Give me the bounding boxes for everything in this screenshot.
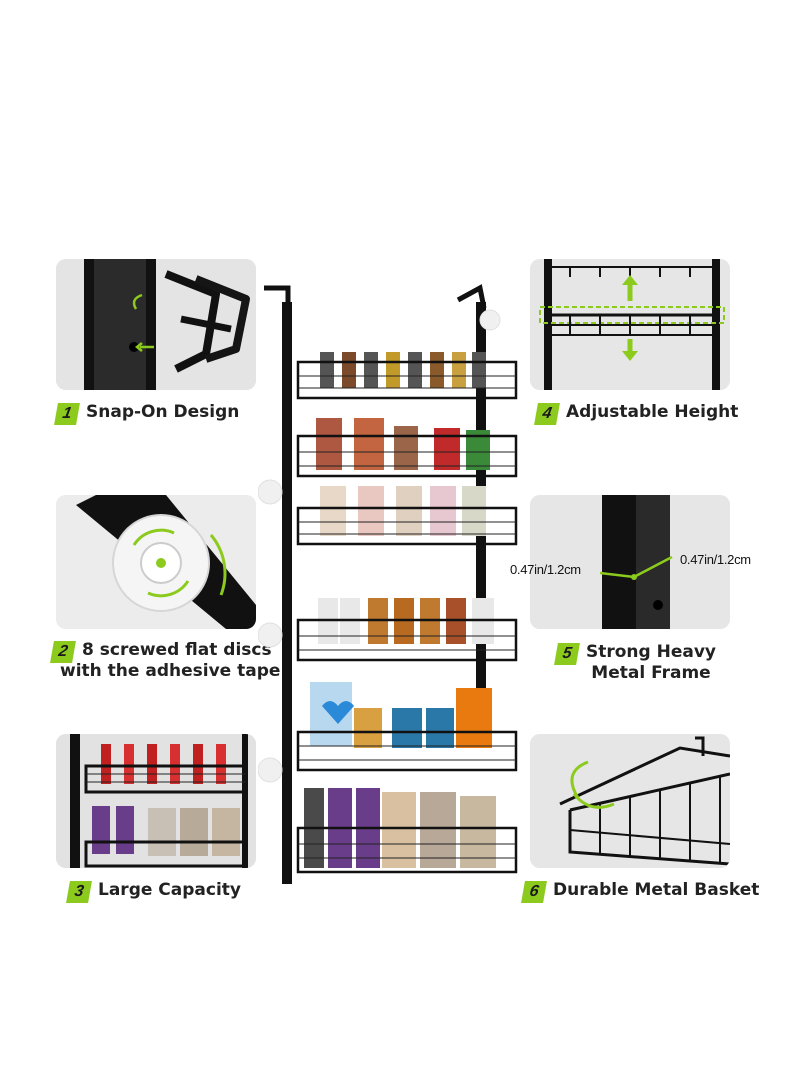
rack-product-image [257,280,528,890]
metal-basket-detail-image [530,734,730,868]
feature-number-badge: 5 [554,643,580,665]
snap-on-detail-image [56,259,256,390]
rack-shelf [296,486,518,546]
feature-label-line2: with the adhesive tape [60,661,281,681]
feature-number-badge: 4 [534,403,560,425]
rack-shelf [296,788,518,874]
arrow-down-icon [622,339,638,361]
adjustable-height-detail-image [530,259,730,390]
feature-label-line1: Strong Heavy [586,642,717,662]
feature-number-badge: 3 [66,881,92,903]
feature-snap-on-design: 1 Snap-On Design [54,402,240,425]
rack-shelf [296,598,518,662]
metal-frame-detail-image [530,495,730,629]
feature-large-capacity: 3 Large Capacity [66,880,242,903]
feature-metal-basket: 6 Durable Metal Basket [521,880,760,903]
feature-label: Large Capacity [98,880,242,900]
feature-label: Adjustable Height [566,402,739,422]
feature-metal-frame: 5 Strong Heavy Metal Frame [554,642,717,684]
feature-label-line1: 8 screwed flat discs [82,640,272,660]
frame-dimension-right: 0.47in/1.2cm [680,552,751,567]
feature-screwed-discs: 2 8 screwed flat discs with the adhesive… [50,640,281,682]
feature-label-line2: Metal Frame [591,663,711,683]
feature-adjustable-height: 4 Adjustable Height [534,402,739,425]
feature-number-badge: 2 [50,641,76,663]
arrow-up-icon [622,275,638,301]
rack-shelf [296,682,518,772]
frame-dimension-left: 0.47in/1.2cm [510,562,581,577]
rack-shelf [296,352,518,400]
large-capacity-detail-image [56,734,256,868]
feature-label: Snap-On Design [86,402,240,422]
feature-label: Durable Metal Basket [553,880,760,900]
suction-disc-detail-image [56,495,256,629]
rack-shelf [296,418,518,478]
feature-number-badge: 1 [54,403,80,425]
